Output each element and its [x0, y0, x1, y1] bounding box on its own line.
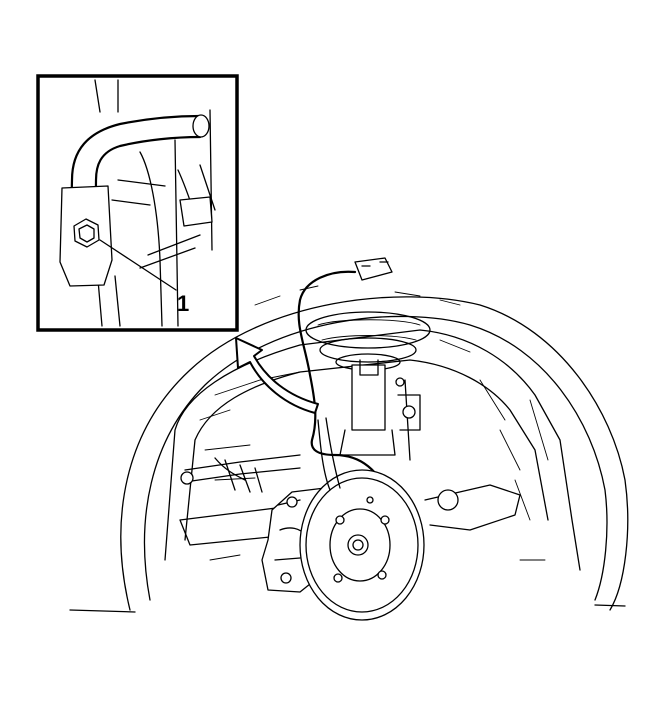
body-panel-lines	[209, 339, 546, 561]
lower-control-arm	[424, 484, 521, 531]
tie-rod-boot	[214, 457, 263, 493]
callout-leader-line	[99, 239, 177, 291]
abs-connector	[354, 257, 393, 281]
strut-upper-mount	[305, 311, 431, 349]
strut-body	[351, 364, 386, 431]
sway-bar-link	[397, 379, 421, 461]
wheelhouse-assembly	[69, 257, 629, 621]
detail-pointer-arrow	[235, 337, 319, 414]
wheel-stud-hole	[377, 570, 387, 580]
fender-arch-inner	[143, 315, 608, 601]
steering-rack	[184, 454, 301, 483]
ground-line	[69, 604, 626, 613]
wheel-stud-hole	[333, 573, 343, 583]
ball-joint	[437, 489, 459, 511]
brake-hose	[317, 417, 341, 491]
spring-coils	[317, 319, 421, 341]
inset-hose-end	[192, 114, 210, 138]
wheel-stud-hole	[335, 515, 345, 525]
wheel-stud-hole	[380, 515, 390, 525]
hub-center	[347, 534, 369, 556]
strut-assembly	[305, 311, 431, 461]
inset-secondary-clamp	[179, 196, 213, 227]
detail-inset: 1	[36, 74, 239, 332]
brake-rotor	[299, 469, 425, 621]
hub-flange	[329, 508, 391, 582]
fender-arch-outer	[120, 296, 629, 611]
strut-spring-seat	[319, 337, 417, 363]
rotor-face	[305, 477, 419, 613]
wheelhouse-liner	[164, 329, 581, 571]
inset-background-lines	[94, 79, 213, 327]
steering-bracket-bolt	[180, 471, 194, 485]
wheel-stud-hole	[366, 496, 374, 504]
strut-bracket	[339, 429, 396, 456]
inset-bolt	[73, 218, 100, 248]
liner-ribs	[199, 379, 549, 521]
callout-label-1: 1	[177, 291, 189, 316]
arch-dash-lines	[254, 285, 461, 306]
inset-hose	[68, 114, 202, 262]
